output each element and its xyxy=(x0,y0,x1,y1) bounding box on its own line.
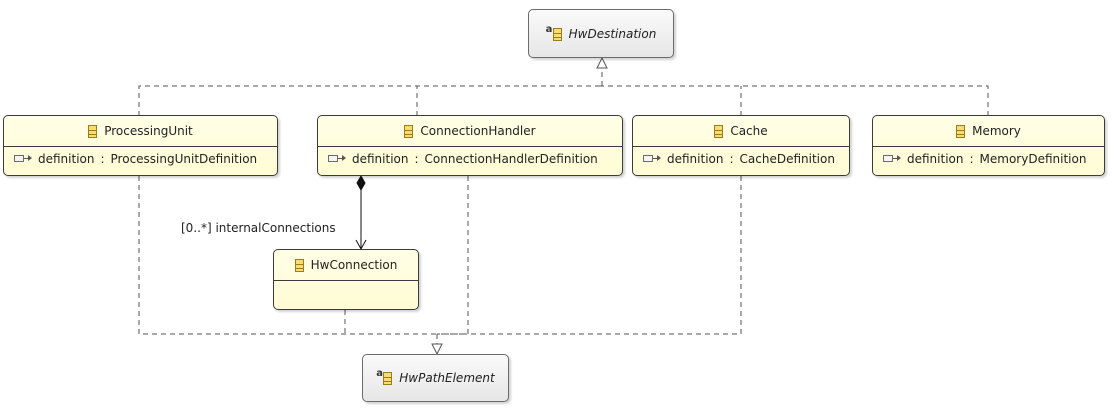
node-hw-connection[interactable]: HwConnection xyxy=(273,249,419,310)
node-title: Cache xyxy=(730,124,768,138)
attribute-compartment xyxy=(274,280,418,309)
attribute-type: ConnectionHandlerDefinition xyxy=(424,152,598,166)
attribute-type: CacheDefinition xyxy=(739,152,835,166)
reference-icon xyxy=(883,154,901,164)
node-title: Memory xyxy=(972,124,1021,138)
node-title: HwConnection xyxy=(310,258,398,272)
attribute-name: definition xyxy=(667,152,724,166)
node-cache[interactable]: Cache definition : CacheDefinition xyxy=(632,115,850,176)
attribute-separator: : xyxy=(729,152,734,166)
node-hw-path-element[interactable]: a HwPathElement xyxy=(362,354,509,402)
node-title: ConnectionHandler xyxy=(420,124,536,138)
edge-label-internal-connections: [0..*] internalConnections xyxy=(181,221,336,235)
attribute-name: definition xyxy=(352,152,409,166)
generalization-arrowhead-hw-destination xyxy=(596,56,608,69)
node-processing-unit[interactable]: ProcessingUnit definition : ProcessingUn… xyxy=(3,115,278,176)
class-icon xyxy=(714,124,724,138)
generalization-edge-processing-unit-to-path-element xyxy=(138,176,437,335)
attribute-name: definition xyxy=(38,152,95,166)
reference-icon xyxy=(328,154,346,164)
reference-icon xyxy=(643,154,661,164)
node-hw-destination[interactable]: a HwDestination xyxy=(528,9,674,58)
attribute-row[interactable]: definition : CacheDefinition xyxy=(643,152,849,166)
attribute-row[interactable]: definition : MemoryDefinition xyxy=(883,152,1104,166)
composition-diamond xyxy=(356,174,366,192)
generalization-edges-hw-path-element xyxy=(138,176,742,344)
class-icon xyxy=(956,124,966,138)
generalization-edge-memory xyxy=(600,85,989,116)
attribute-row[interactable]: definition : ConnectionHandlerDefinition xyxy=(328,152,622,166)
node-memory[interactable]: Memory definition : MemoryDefinition xyxy=(872,115,1105,176)
attribute-type: ProcessingUnitDefinition xyxy=(110,152,258,166)
generalization-edges-hw-destination xyxy=(138,68,989,116)
generalization-edge-cache-to-path-element xyxy=(437,176,742,335)
attribute-row[interactable]: definition : ProcessingUnitDefinition xyxy=(14,152,277,166)
interface-icon: a xyxy=(546,24,562,41)
attribute-type: MemoryDefinition xyxy=(979,152,1087,166)
class-icon xyxy=(294,258,304,272)
composition-edge-internal-connections xyxy=(355,174,367,251)
generalization-edge-connection-handler-to-path-element xyxy=(437,176,469,335)
attribute-separator: : xyxy=(100,152,105,166)
class-icon xyxy=(88,124,98,138)
generalization-edge-processing-unit xyxy=(138,85,600,116)
node-title: ProcessingUnit xyxy=(104,124,193,138)
class-icon xyxy=(404,124,414,138)
node-connection-handler[interactable]: ConnectionHandler definition : Connectio… xyxy=(317,115,623,176)
attribute-separator: : xyxy=(969,152,974,166)
reference-icon xyxy=(14,154,32,164)
node-title: HwDestination xyxy=(568,26,657,41)
attribute-name: definition xyxy=(907,152,964,166)
attribute-separator: : xyxy=(414,152,419,166)
node-title: HwPathElement xyxy=(399,371,495,385)
generalization-arrowhead-hw-path-element xyxy=(431,343,443,356)
interface-icon: a xyxy=(376,368,393,385)
